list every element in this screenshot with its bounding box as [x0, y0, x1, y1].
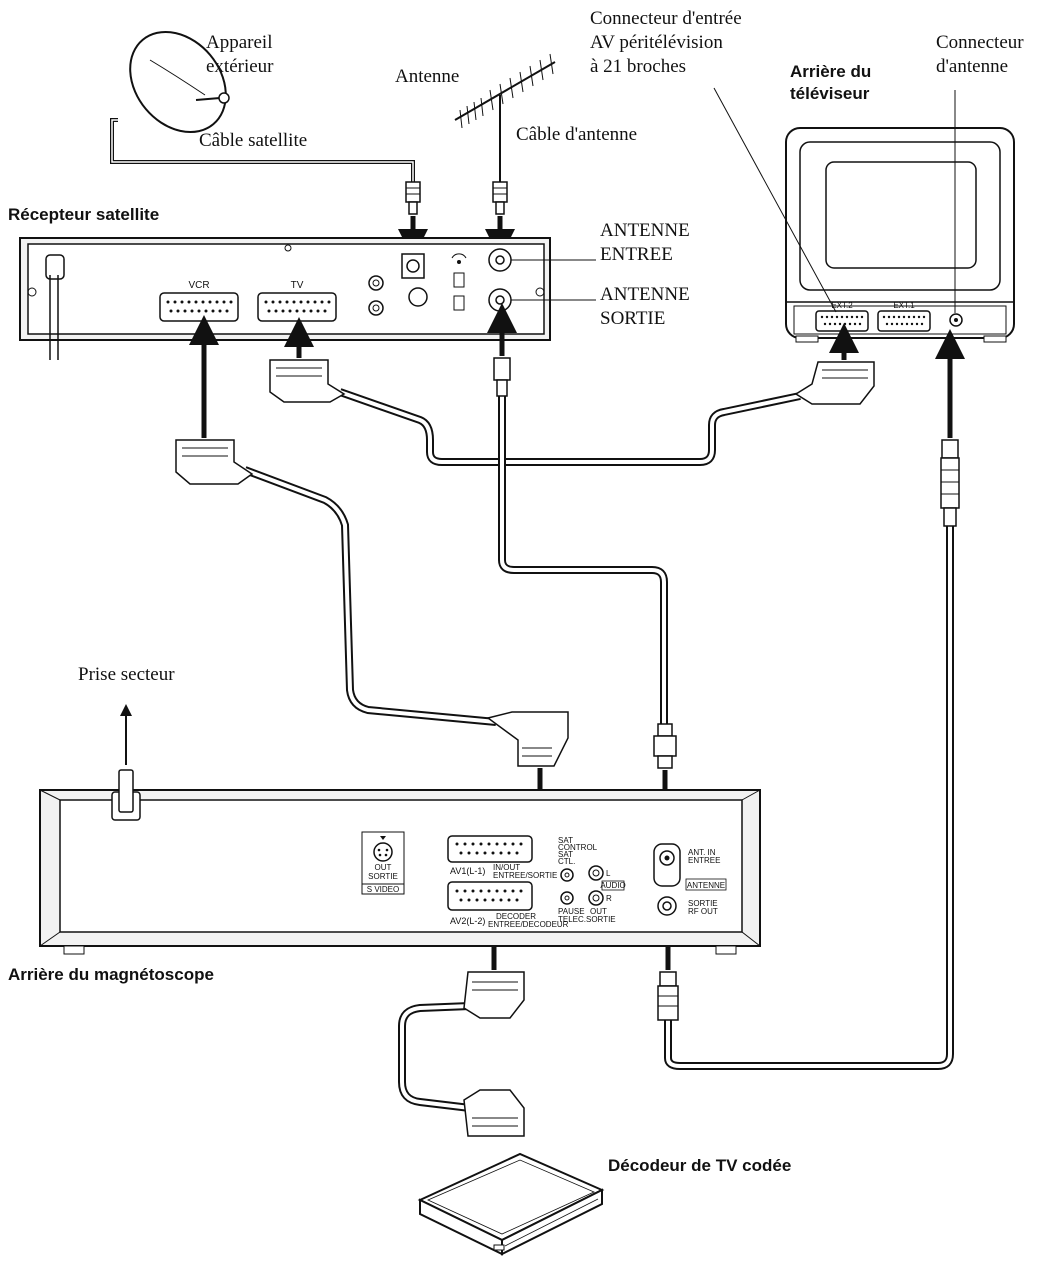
television: EXT.2 EXT.1	[785, 127, 1015, 343]
label-antenne: Antenne	[395, 66, 460, 87]
audio-r-label: R	[606, 894, 612, 903]
audio-label: AUDIO	[600, 881, 625, 890]
vcr: OUT SORTIE S VIDEO AV1(L-1) IN/OUT ENTRE…	[39, 769, 761, 955]
label-prise-secteur: Prise secteur	[78, 664, 175, 685]
av1-inout-label: IN/OUT	[493, 863, 520, 872]
rf-cable-receiver-vcr	[498, 395, 668, 725]
rf-plug-tv	[940, 439, 960, 527]
sortie-label: SORTIE	[586, 915, 616, 924]
label-recepteur-satellite: Récepteur satellite	[8, 205, 160, 224]
label-cable-antenne: Câble d'antenne	[516, 124, 638, 145]
label-antenne-sortie-1: ANTENNE	[600, 284, 690, 305]
label-cable-satellite: Câble satellite	[199, 130, 308, 151]
ant-in-entree-label: ENTREE	[688, 856, 720, 865]
decoder-box	[417, 1152, 605, 1256]
scart-plug-receiver-tv	[269, 359, 346, 403]
ant-in-label: ANT. IN	[688, 848, 716, 857]
sat-label-2: SAT	[558, 850, 573, 859]
satellite-dish-icon	[129, 30, 230, 134]
scart-cable-receiver-vcr	[243, 466, 497, 726]
label-antenne-sortie-2: SORTIE	[600, 308, 666, 329]
pause-label: PAUSE	[558, 907, 585, 916]
label-dantenne: d'antenne	[936, 56, 1009, 77]
label-antenne-entree-2: ENTREE	[600, 244, 673, 265]
av1-entree-sortie-label: ENTREE/SORTIE	[493, 871, 557, 880]
rf-cable-vcr-tv	[664, 525, 954, 1070]
rf-out-label: RF OUT	[688, 907, 718, 916]
audio-l-label: L	[606, 869, 611, 878]
svideo-sortie-label: SORTIE	[368, 872, 398, 881]
label-connecteur-entree: Connecteur d'entrée	[590, 8, 742, 29]
receiver-tv-label: TV	[291, 280, 304, 291]
satellite-plug	[405, 181, 421, 215]
rf-plug-receiver	[493, 357, 511, 397]
label-appareil: Appareil	[206, 32, 273, 53]
antenne-box-label: ANTENNE	[687, 881, 725, 890]
antenna-icon	[454, 53, 556, 182]
av1-label: AV1(L-1)	[450, 866, 485, 876]
scart-cable-receiver-tv	[338, 388, 801, 466]
scart-plug-tv	[794, 361, 875, 405]
tv-ext2-label: EXT.2	[831, 301, 853, 310]
label-antenne-entree-1: ANTENNE	[600, 220, 690, 241]
scart-plug-vcr-av2	[463, 971, 525, 1019]
label-exterieur: extérieur	[206, 56, 274, 77]
svideo-out-label: OUT	[375, 863, 392, 872]
out-label: OUT	[590, 907, 607, 916]
scart-plug-decoder	[463, 1089, 525, 1137]
ctl-label: CTL.	[558, 857, 575, 866]
label-av-peritel: AV péritélévision	[590, 32, 723, 53]
rf-plug-vcr-out	[657, 971, 679, 1021]
rf-sortie-label: SORTIE	[688, 899, 718, 908]
label-21-broches: à 21 broches	[590, 56, 687, 77]
scart-cable-vcr-decoder	[398, 1002, 471, 1112]
av2-entree-decodeur-label: ENTREE/DECODEUR	[488, 920, 569, 929]
av2-decoder-label: DECODER	[496, 912, 536, 921]
receiver-vcr-label: VCR	[188, 280, 209, 291]
label-decodeur: Décodeur de TV codée	[608, 1156, 792, 1175]
telec-label: TELEC.	[558, 915, 586, 924]
label-connecteur: Connecteur	[936, 32, 1024, 53]
satellite-receiver: VCR TV	[19, 237, 596, 360]
tv-ext1-label: EXT.1	[893, 301, 915, 310]
svideo-label: S VIDEO	[367, 885, 399, 894]
scart-plug-receiver-vcr	[175, 439, 254, 485]
label-arriere-du: Arrière du	[790, 62, 872, 81]
rf-plug-vcr-in	[653, 723, 677, 769]
control-label: CONTROL	[558, 843, 598, 852]
label-arriere-magnetoscope: Arrière du magnétoscope	[8, 965, 214, 984]
label-televiseur: téléviseur	[790, 84, 870, 103]
av2-label: AV2(L-2)	[450, 916, 485, 926]
sat-label: SAT	[558, 836, 573, 845]
antenna-plug	[492, 181, 508, 215]
scart-plug-vcr-av1	[486, 711, 569, 767]
